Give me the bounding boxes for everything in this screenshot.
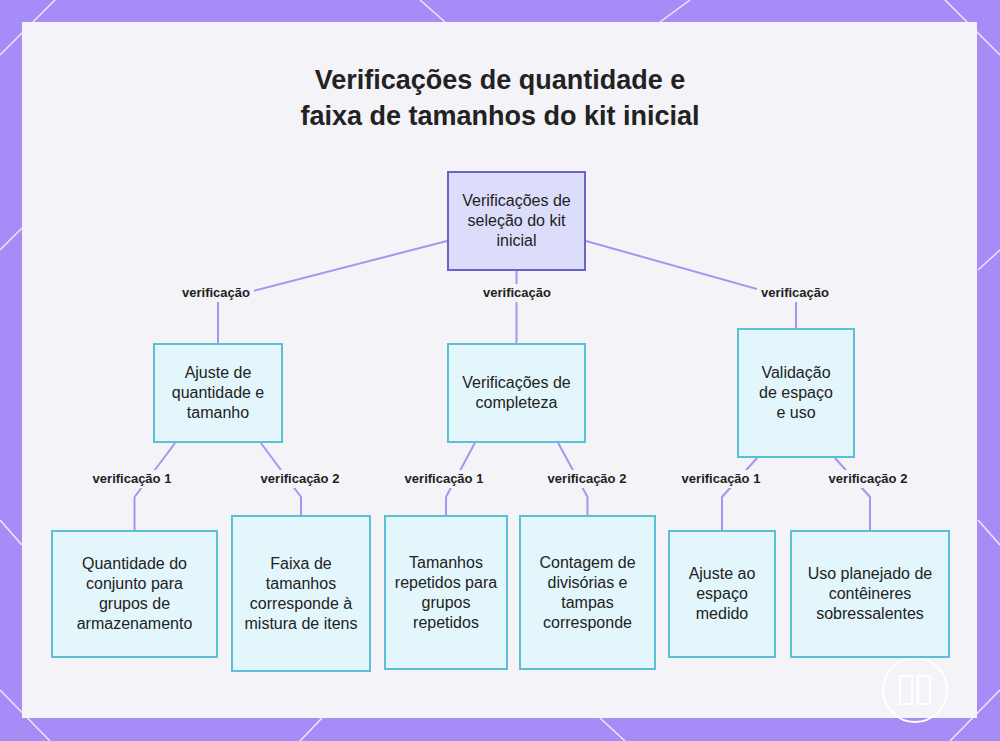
check-box: Validação de espaço e uso xyxy=(737,328,855,458)
check-box: Verificações de completeza xyxy=(447,343,586,443)
edge-label: verificação 2 xyxy=(544,470,631,488)
check-box: Quantidade do conjunto para grupos de ar… xyxy=(51,530,218,658)
connector-line xyxy=(516,271,518,343)
edge-label: verificação 1 xyxy=(678,470,765,488)
box-text: Uso planejado de contêineres sobressalen… xyxy=(798,564,943,624)
edge-label: verificação 1 xyxy=(401,470,488,488)
check-box: Ajuste de quantidade e tamanho xyxy=(153,343,283,443)
connector-line xyxy=(722,458,757,530)
box-text: Validação de espaço e uso xyxy=(756,363,836,423)
root-box: Verificações de seleção do kit inicial xyxy=(447,171,586,271)
box-text: Ajuste ao espaço medido xyxy=(677,564,767,624)
check-box: Tamanhos repetidos para grupos repetidos xyxy=(384,515,508,670)
edge-label: verificação xyxy=(178,284,254,302)
box-text: Verificações de completeza xyxy=(462,373,572,413)
box-text: Faixa de tamanhos corresponde à mistura … xyxy=(239,554,364,634)
check-box: Contagem de divisórias e tampas correspo… xyxy=(519,515,656,670)
box-text: Tamanhos repetidos para grupos repetidos xyxy=(394,553,499,633)
edge-label: verificação xyxy=(479,284,555,302)
diagram-title: Verificações de quantidade e faixa de ta… xyxy=(200,62,800,134)
check-box: Uso planejado de contêineres sobressalen… xyxy=(790,530,950,658)
check-box: Ajuste ao espaço medido xyxy=(668,530,776,658)
edge-label: verificação 1 xyxy=(89,470,176,488)
edge-label: verificação 2 xyxy=(825,470,912,488)
watermark-logo xyxy=(883,658,947,722)
edge-label: verificação 2 xyxy=(257,470,344,488)
edge-label: verificação xyxy=(757,284,833,302)
box-text: Ajuste de quantidade e tamanho xyxy=(163,363,273,423)
box-text: Quantidade do conjunto para grupos de ar… xyxy=(60,554,210,634)
box-text: Verificações de seleção do kit inicial xyxy=(459,191,574,251)
connector-line xyxy=(835,458,870,530)
check-box: Faixa de tamanhos corresponde à mistura … xyxy=(231,515,371,672)
box-text: Contagem de divisórias e tampas correspo… xyxy=(533,553,643,633)
